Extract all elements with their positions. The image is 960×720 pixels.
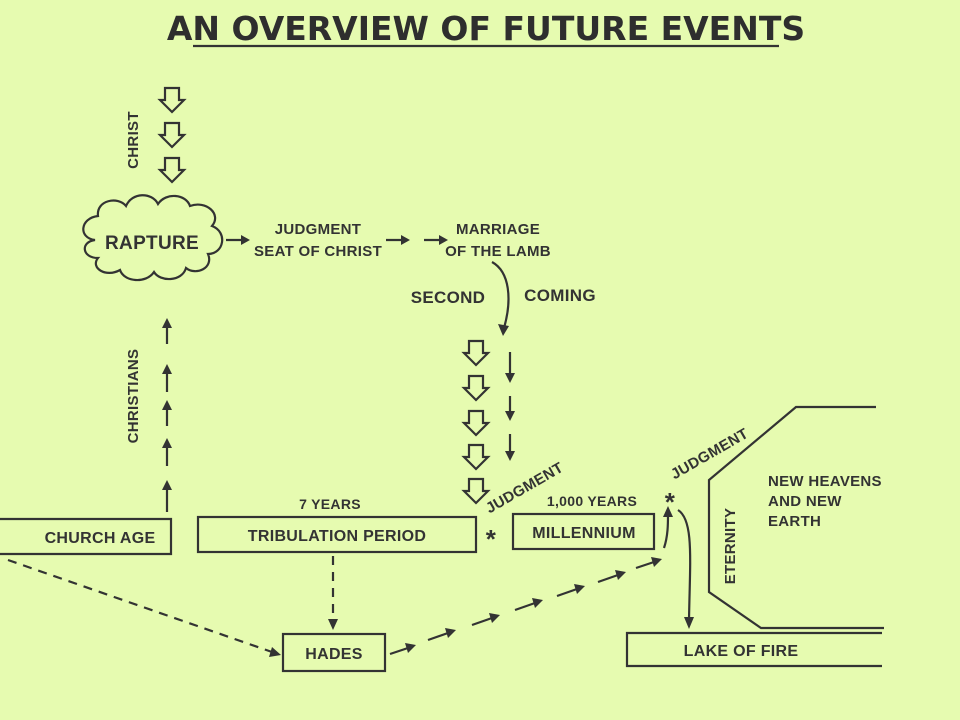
arrow-judgment-to-lake-of-fire (677, 509, 694, 629)
christians-up-arrows (162, 318, 172, 512)
hollow-down-arrow-icon (461, 409, 491, 437)
second-label: SECOND (411, 288, 486, 307)
rapture-cloud-shape (82, 194, 224, 282)
arrow-tribulation-to-hades (328, 556, 338, 630)
arrow-judgment-seat-to-marriage (386, 235, 448, 245)
second-coming-hollow-arrows (461, 339, 491, 505)
hollow-down-arrow-icon (461, 374, 491, 402)
judgment-seat-line1: JUDGMENT (275, 221, 362, 238)
christians-label: CHRISTIANS (125, 349, 142, 444)
new-heavens-line1: NEW HEAVENS (768, 473, 882, 490)
hades-box (281, 632, 387, 673)
marriage-line1: MARRIAGE (456, 221, 540, 238)
eternity-frame (707, 405, 884, 630)
seven-years-label: 7 YEARS (299, 496, 361, 512)
church-age-label: CHURCH AGE (45, 530, 156, 547)
arrow-church-age-to-hades (7, 558, 281, 657)
millennium-label: MILLENNIUM (532, 525, 635, 542)
coming-label: COMING (524, 286, 596, 305)
arrows-hades-to-final-judgment (389, 557, 662, 656)
new-heavens-line2: AND NEW (768, 493, 842, 510)
thousand-years-label: 1,000 YEARS (547, 493, 637, 509)
lake-of-fire-label: LAKE OF FIRE (684, 643, 799, 660)
arrow-millennium-to-final-judgment (662, 506, 673, 549)
page-title: AN OVERVIEW OF FUTURE EVENTS (167, 9, 805, 48)
judgment-asterisk-1: * (486, 524, 497, 554)
hollow-down-arrow-icon (157, 121, 187, 149)
christ-descending-arrows (157, 86, 187, 184)
church-age-box (0, 517, 173, 556)
judgment-seat-line2: SEAT OF CHRIST (254, 243, 382, 260)
tribulation-label: TRIBULATION PERIOD (248, 528, 426, 545)
marriage-line2: OF THE LAMB (445, 243, 551, 260)
judgment-asterisk-2: * (665, 487, 676, 517)
second-coming-small-arrows (505, 352, 515, 461)
millennium-box (511, 512, 656, 551)
lake-of-fire-box (625, 631, 882, 668)
eternity-label: ETERNITY (722, 508, 739, 585)
christ-label: CHRIST (125, 111, 142, 169)
arrow-rapture-to-judgment-seat (226, 235, 250, 245)
hollow-down-arrow-icon (157, 156, 187, 184)
hollow-down-arrow-icon (461, 339, 491, 367)
hollow-down-arrow-icon (157, 86, 187, 114)
new-heavens-line3: EARTH (768, 513, 821, 530)
hollow-down-arrow-icon (461, 443, 491, 471)
hades-label: HADES (305, 646, 363, 663)
tribulation-box (196, 515, 478, 554)
hollow-down-arrow-icon (461, 477, 491, 505)
rapture-label: RAPTURE (105, 233, 199, 254)
second-coming-arrow (491, 261, 510, 336)
